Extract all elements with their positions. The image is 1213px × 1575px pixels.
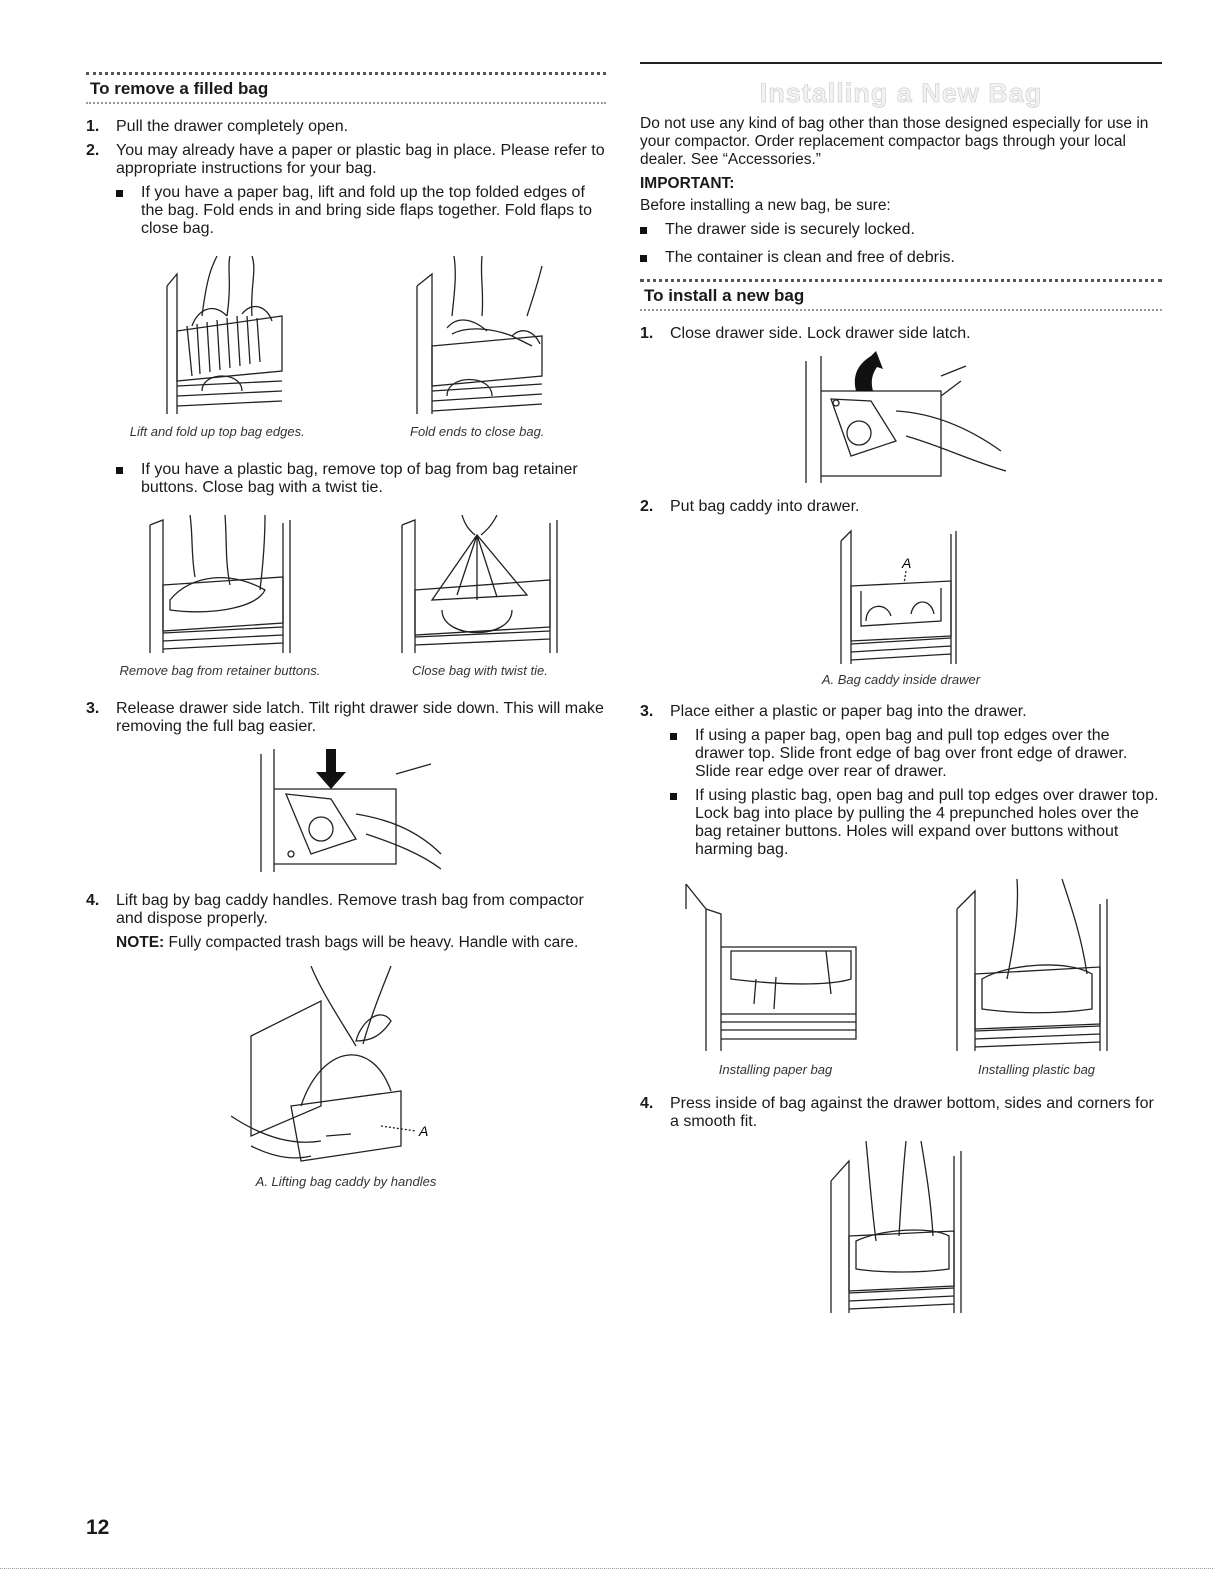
caption-bag-caddy: A. Bag caddy inside drawer bbox=[821, 672, 981, 687]
paper-bag-figures: Lift and fold up top bag edges. Fold end… bbox=[86, 256, 606, 439]
fig-installing-plastic: Installing plastic bag bbox=[947, 879, 1127, 1077]
caddy-label-a: A bbox=[418, 1123, 428, 1139]
note-paragraph: NOTE: Fully compacted trash bags will be… bbox=[116, 934, 606, 952]
caption-installing-paper: Installing paper bag bbox=[718, 1062, 833, 1077]
remove-step-1: 1. Pull the drawer completely open. bbox=[86, 118, 349, 135]
twist-tie-illustration bbox=[401, 515, 559, 653]
release-latch-figure bbox=[86, 744, 606, 874]
plastic-bag-install-bullet: If using plastic bag, open bag and pull … bbox=[670, 787, 1162, 859]
lifting-caddy-illustration: A bbox=[231, 966, 428, 1162]
bag-caddy-figure: A bbox=[640, 526, 1162, 666]
install-bag-heading: To install a new bag bbox=[644, 286, 805, 305]
fold-ends-illustration bbox=[416, 256, 543, 414]
bullet-square-icon bbox=[670, 793, 677, 800]
install-step-2: 2. Put bag caddy into drawer. bbox=[640, 498, 860, 515]
fig-twist-tie: Close bag with twist tie. bbox=[387, 515, 572, 678]
lock-latch-figure bbox=[640, 351, 1162, 486]
caption-installing-plastic: Installing plastic bag bbox=[977, 1062, 1096, 1077]
install-step-3: 3. Place either a plastic or paper bag i… bbox=[640, 703, 1027, 720]
press-bag-figure bbox=[640, 1141, 1162, 1316]
install-step-1: 1. Close drawer side. Lock drawer side l… bbox=[640, 325, 971, 342]
caption-lifting-caddy: A. Lifting bag caddy by handles bbox=[255, 1174, 437, 1189]
bottom-rule bbox=[0, 1568, 1213, 1569]
lift-fold-illustration bbox=[166, 256, 283, 414]
caption-lift-fold: Lift and fold up top bag edges. bbox=[129, 424, 305, 439]
left-column: To remove a filled bag 1. Pull the drawe… bbox=[86, 62, 606, 1189]
paper-bag-bullet: If you have a paper bag, lift and fold u… bbox=[116, 184, 606, 238]
bag-caddy-illustration: A bbox=[840, 529, 957, 664]
check-item-1: The drawer side is securely locked. bbox=[640, 221, 1162, 239]
caption-fold-ends: Fold ends to close bag. bbox=[410, 424, 545, 439]
remove-step-2: 2. You may already have a paper or plast… bbox=[86, 142, 605, 177]
installing-paper-illustration bbox=[684, 883, 857, 1051]
lifting-caddy-figure: A A. Lifting bag caddy by handles bbox=[86, 966, 606, 1189]
bullet-square-icon bbox=[640, 255, 647, 262]
remove-bag-heading: To remove a filled bag bbox=[90, 79, 269, 98]
press-bag-illustration bbox=[830, 1141, 962, 1313]
important-label: IMPORTANT: bbox=[640, 175, 735, 192]
installing-plastic-illustration bbox=[955, 879, 1108, 1051]
top-rule bbox=[640, 62, 1162, 64]
plastic-bag-bullet: If you have a plastic bag, remove top of… bbox=[116, 461, 606, 497]
install-bag-figures: Installing paper bag Installing plastic … bbox=[640, 879, 1162, 1077]
section-title: Installing a New Bag bbox=[759, 78, 1043, 109]
caption-remove-buttons: Remove bag from retainer buttons. bbox=[119, 663, 321, 678]
plastic-bag-figures: Remove bag from retainer buttons. Close … bbox=[86, 515, 606, 678]
paper-bag-install-bullet: If using a paper bag, open bag and pull … bbox=[670, 727, 1162, 781]
fig-lifting-caddy: A A. Lifting bag caddy by handles bbox=[231, 966, 461, 1189]
fig-lift-fold: Lift and fold up top bag edges. bbox=[130, 256, 305, 439]
page-number: 12 bbox=[86, 1516, 110, 1539]
fig-fold-ends: Fold ends to close bag. bbox=[392, 256, 562, 439]
bullet-square-icon bbox=[670, 733, 677, 740]
remove-bag-heading-bar: To remove a filled bag bbox=[86, 72, 606, 104]
fig-remove-buttons: Remove bag from retainer buttons. bbox=[119, 515, 321, 678]
remove-step-3: 3. Release drawer side latch. Tilt right… bbox=[86, 700, 604, 735]
caption-twist-tie: Close bag with twist tie. bbox=[412, 663, 548, 678]
bullet-square-icon bbox=[640, 227, 647, 234]
before-text: Before installing a new bag, be sure: bbox=[640, 197, 891, 214]
remove-buttons-illustration bbox=[149, 515, 291, 653]
install-step-4: 4. Press inside of bag against the drawe… bbox=[640, 1095, 1154, 1130]
right-column: Installing a New Bag Do not use any kind… bbox=[640, 62, 1162, 1316]
fig-installing-paper: Installing paper bag bbox=[676, 879, 876, 1077]
release-latch-illustration bbox=[260, 749, 442, 872]
note-text: Fully compacted trash bags will be heavy… bbox=[164, 934, 579, 951]
remove-step-4: 4. Lift bag by bag caddy handles. Remove… bbox=[86, 892, 584, 927]
lock-latch-illustration bbox=[805, 351, 1007, 483]
intro-paragraph: Do not use any kind of bag other than th… bbox=[640, 115, 1149, 168]
note-label: NOTE: bbox=[116, 934, 165, 951]
bag-caddy-label-a: A bbox=[901, 555, 911, 571]
install-bag-heading-bar: To install a new bag bbox=[640, 279, 1162, 311]
check-item-2: The container is clean and free of debri… bbox=[640, 249, 1162, 267]
bullet-square-icon bbox=[116, 467, 123, 474]
bullet-square-icon bbox=[116, 190, 123, 197]
